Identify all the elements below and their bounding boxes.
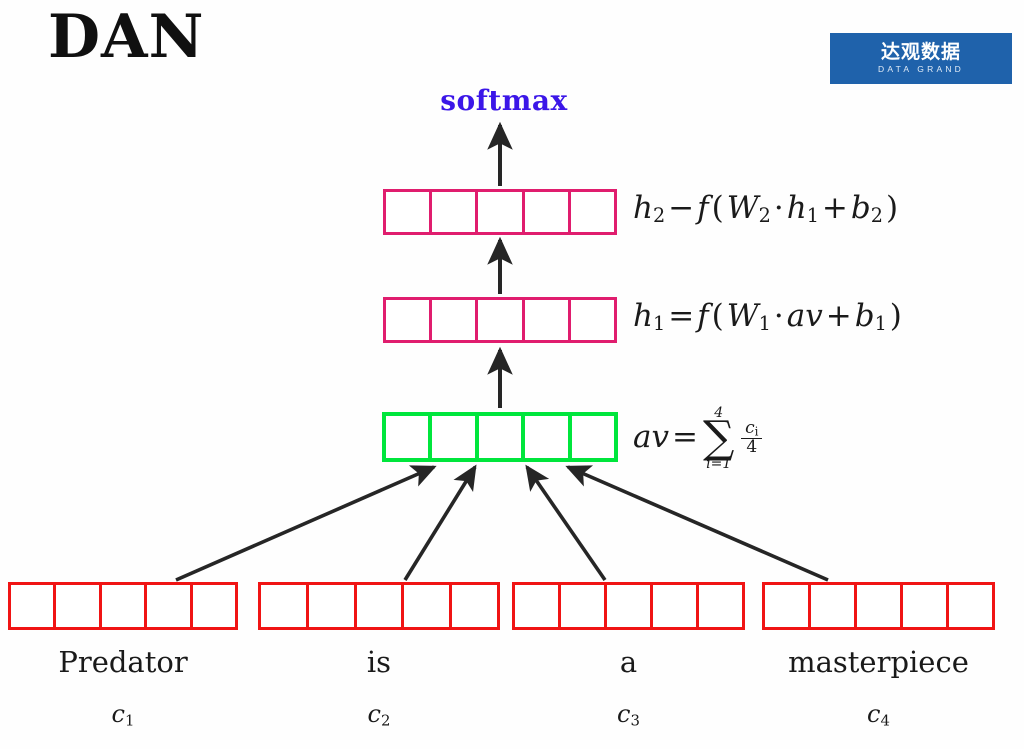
- vector-cell: [386, 416, 428, 458]
- vector-cell: [696, 585, 742, 627]
- vector-cell: [946, 585, 992, 627]
- word-label-4: masterpiece: [788, 645, 969, 679]
- vector-cell: [515, 585, 558, 627]
- word-label-1: Predator: [58, 645, 188, 679]
- word-symbol-1: c1: [111, 700, 135, 730]
- vector-cell: [429, 192, 475, 232]
- brand-logo-english-text: DATA GRAND: [878, 64, 964, 75]
- equation-h1-dot: ·: [773, 298, 784, 334]
- word-symbol-3: c3: [617, 700, 640, 730]
- summation-upper-limit: 4: [714, 405, 724, 421]
- vector-cell: [475, 300, 521, 340]
- equation-av-lhs-var: av: [633, 418, 669, 455]
- softmax-label: softmax: [440, 84, 568, 117]
- equation-h2: h2−f(W2·h1+b2): [633, 190, 899, 228]
- word-label-3: a: [619, 645, 638, 679]
- vector-cell: [401, 585, 449, 627]
- equation-h1-weight-sub: 1: [758, 312, 771, 336]
- equation-h1-lhs-sub: 1: [652, 312, 666, 336]
- vector-cell: [261, 585, 306, 627]
- word-symbol-4: c4: [867, 700, 890, 730]
- layer-h1-vector: [383, 297, 617, 343]
- arrow-c3-to-av: [525, 464, 607, 582]
- equation-av-relation: =: [672, 418, 698, 455]
- vector-cell: [449, 585, 497, 627]
- layer-av-vector: [382, 412, 618, 462]
- equation-h1-plus: +: [825, 298, 852, 334]
- vector-cell: [386, 300, 429, 340]
- brand-logo: 达观数据 DATA GRAND: [830, 33, 1012, 84]
- equation-h1-input-var: av: [786, 298, 823, 334]
- equation-h2-func: f: [697, 190, 709, 226]
- fraction-numerator-sub: i: [754, 424, 759, 439]
- word-vector-c4: [762, 582, 995, 630]
- word-label-2: is: [366, 645, 392, 679]
- vector-cell: [53, 585, 98, 627]
- vector-cell: [429, 300, 475, 340]
- vector-cell: [900, 585, 946, 627]
- equation-h2-input-sub: 1: [806, 204, 819, 228]
- equation-h1-bias-sub: 1: [874, 312, 887, 336]
- equation-h2-weight-sub: 2: [758, 204, 771, 228]
- arrow-c4-to-av: [565, 465, 829, 582]
- brand-logo-chinese-text: 达观数据: [880, 41, 961, 64]
- fraction-denominator: 4: [741, 437, 763, 457]
- equation-h1: h1=f(W1·av+b1): [633, 298, 902, 336]
- arrow-c2-to-av: [403, 464, 477, 581]
- vector-cell: [765, 585, 808, 627]
- vector-cell: [558, 585, 604, 627]
- vector-cell: [475, 192, 521, 232]
- vector-cell: [604, 585, 650, 627]
- vector-cell: [567, 300, 614, 340]
- word-vector-c3: [512, 582, 745, 630]
- equation-h1-relation: =: [668, 298, 695, 334]
- vector-cell: [474, 416, 521, 458]
- vector-cell: [650, 585, 696, 627]
- vector-cell: [144, 585, 189, 627]
- equation-h2-relation: −: [668, 190, 695, 226]
- vector-cell: [854, 585, 900, 627]
- vector-cell: [428, 416, 474, 458]
- word-vector-c1: [8, 582, 238, 630]
- arrow-c1-to-av: [175, 465, 437, 582]
- equation-h2-plus: +: [821, 190, 848, 226]
- vector-cell: [521, 416, 567, 458]
- word-symbol-2: c2: [367, 700, 391, 730]
- vector-cell: [353, 585, 402, 627]
- vector-cell: [386, 192, 429, 232]
- vector-cell: [808, 585, 854, 627]
- vector-cell: [98, 585, 144, 627]
- equation-h2-dot: ·: [773, 190, 784, 226]
- summation-lower-limit: i=1: [706, 455, 732, 472]
- vector-cell: [11, 585, 53, 627]
- equation-h1-func: f: [697, 298, 709, 334]
- vector-cell: [189, 585, 235, 627]
- sigma-icon: ∑: [702, 412, 735, 463]
- vector-cell: [521, 300, 568, 340]
- equation-h2-lhs-sub: 2: [652, 204, 666, 228]
- page-title: DAN: [48, 2, 205, 72]
- vector-cell: [567, 416, 614, 458]
- vector-cell: [305, 585, 354, 627]
- word-vector-c2: [258, 582, 500, 630]
- equation-h2-bias-sub: 2: [870, 204, 883, 228]
- layer-h2-vector: [383, 189, 617, 235]
- vector-cell: [521, 192, 568, 232]
- vector-cell: [567, 192, 614, 232]
